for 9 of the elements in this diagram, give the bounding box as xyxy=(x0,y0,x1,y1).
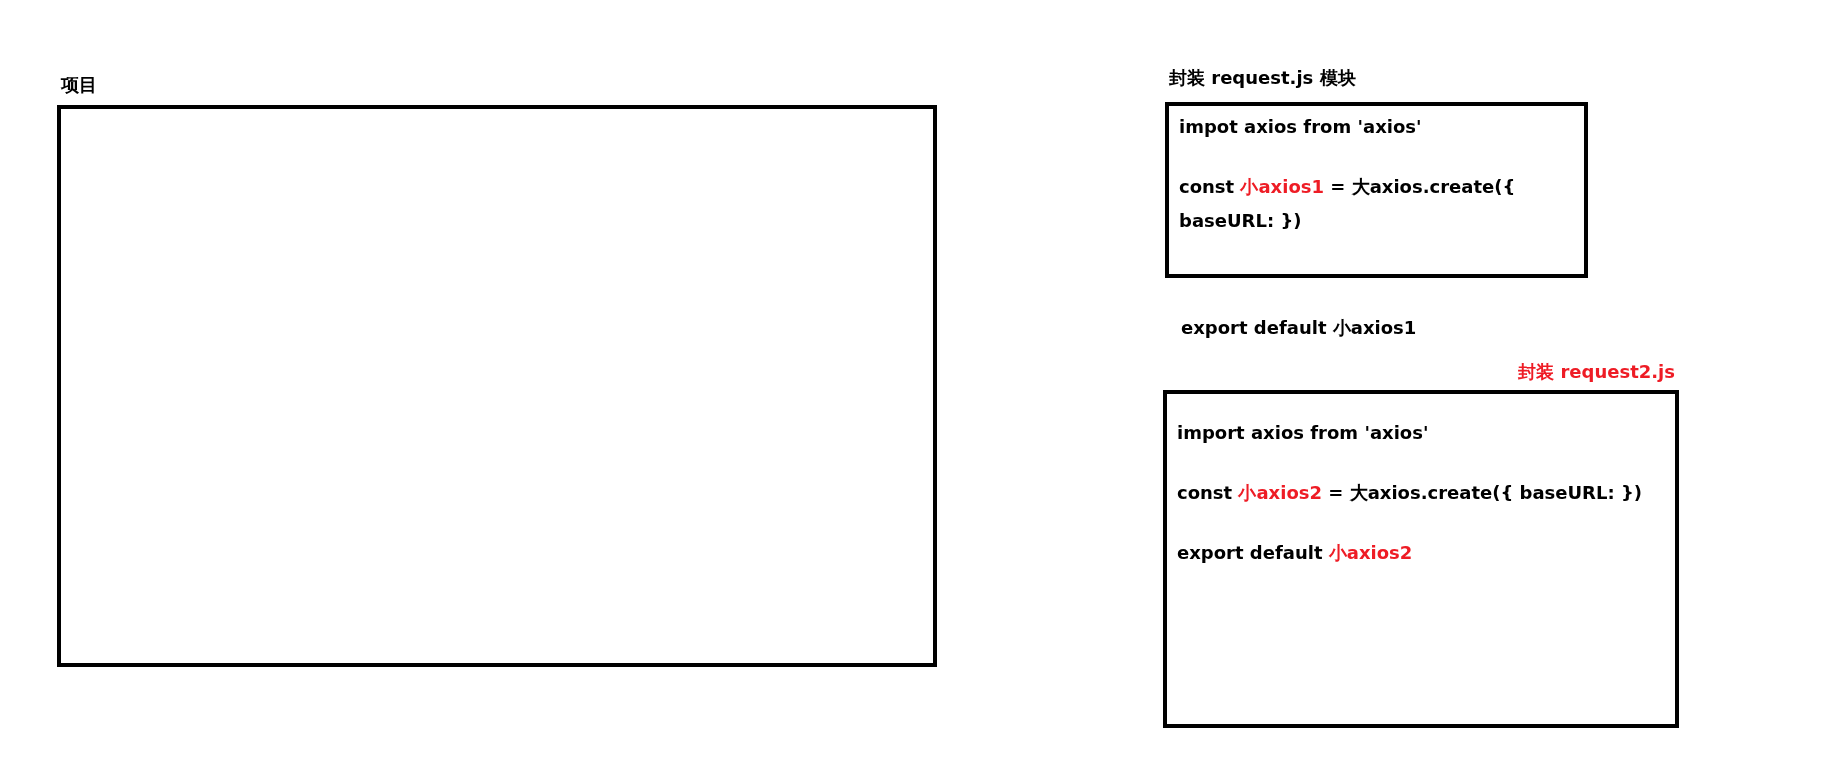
box-heading: 项目 xyxy=(61,73,97,97)
code-line: impot axios from 'axios' xyxy=(1179,115,1423,139)
code-line: export default 小axios1 xyxy=(1181,316,1417,340)
box-heading: 封装 request.js 模块 xyxy=(1169,66,1356,90)
code-line: const 小axios2 = 大axios.create({ baseURL: }) xyxy=(1177,481,1643,505)
code-line: const 小axios1 = 大axios.create({ baseURL: }) xyxy=(1179,175,1517,233)
code-line: import axios from 'axios' xyxy=(1177,421,1430,445)
code-line: export default 小axios2 xyxy=(1177,541,1414,565)
box-heading: 封装 request2.js xyxy=(1518,360,1675,384)
